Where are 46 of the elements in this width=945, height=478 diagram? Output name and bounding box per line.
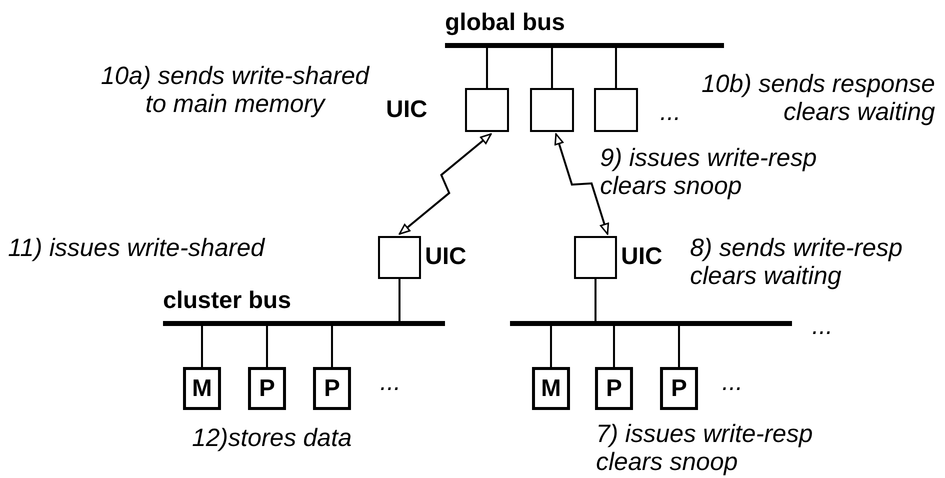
uic-box [574,236,617,279]
annotation-text: 10b) sends response clears waiting [700,70,935,126]
annotation-text: 8) sends write-resp clears waiting [690,234,904,290]
module-letter: P [324,376,340,400]
uic-label: UIC [386,98,428,122]
module-letter: P [606,376,622,400]
connector-line [266,326,268,367]
connector-line [613,326,615,367]
connector-line [331,326,333,367]
connector-line [486,48,488,88]
annotation-text: 11) issues write-shared [8,234,266,262]
module-box [532,367,570,410]
connector-line [678,326,680,367]
module-box [595,367,633,410]
connector-line [615,48,617,88]
bus-name: cluster bus [163,289,292,313]
connector-line [550,326,552,367]
annotation-text: 12)stores data [192,424,353,452]
connector-line [551,48,553,88]
annotation-text: 9) issues write-resp clears snoop [600,144,818,200]
annotation-text: ... [380,368,402,396]
uic-label: UIC [425,245,466,269]
module-letter: P [670,376,687,400]
module-box [248,367,286,410]
uic-box [378,236,421,279]
zigzag-arrow [554,133,610,235]
annotation-text: 7) issues write-resp clears snoop [596,420,814,476]
bus-name: global bus [445,11,565,35]
connector-line [398,279,400,321]
module-box [313,367,351,410]
connector-line [201,326,203,367]
uic-box [594,88,638,132]
uic-box [530,88,574,132]
zigzag-arrow [398,133,492,235]
module-box [660,367,698,410]
uic-box [465,88,509,132]
annotation-text: ... [722,368,744,396]
annotation-text: ... [812,312,834,340]
connector-line [594,279,596,321]
annotation-text: 10a) sends write-shared to main memory [100,62,371,118]
uic-label: UIC [621,245,662,269]
module-box [183,367,221,410]
annotation-text: ... [660,98,682,126]
module-letter: M [541,376,561,400]
module-letter: P [258,376,275,400]
module-letter: M [192,376,212,400]
